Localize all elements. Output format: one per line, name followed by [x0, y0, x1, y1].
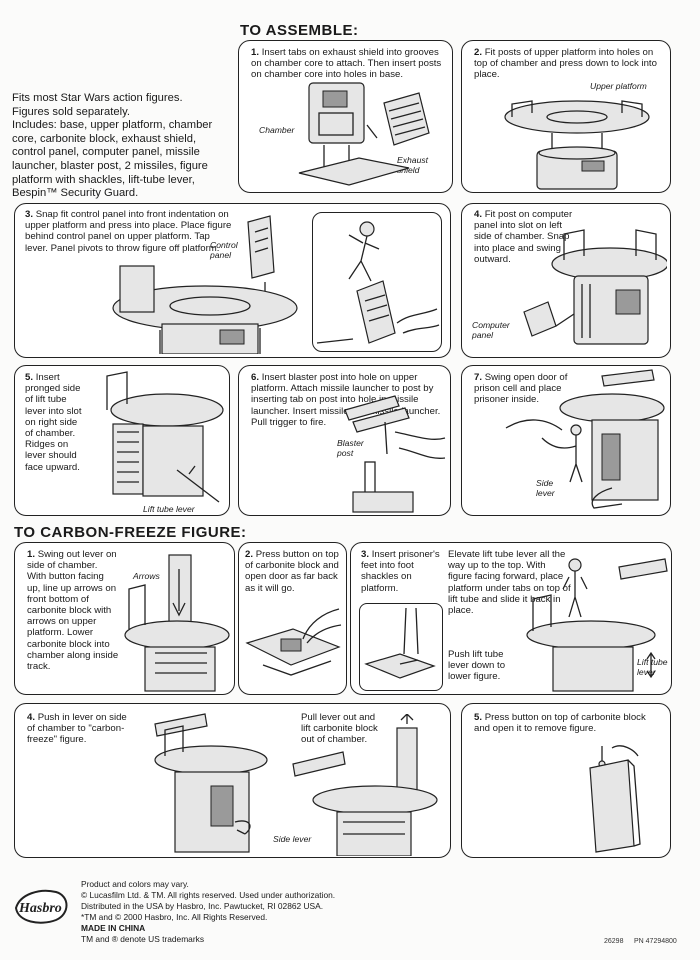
intro-text: Fits most Star Wars action figures. Figu… — [12, 92, 217, 201]
freeze-step-1-illustration — [124, 554, 230, 692]
step-3-text: 3. Snap fit control panel into front ind… — [25, 209, 232, 254]
step-7-text: 7. Swing open door of prison cell and pl… — [474, 372, 568, 406]
side-lever-label-2: Side lever — [273, 834, 312, 844]
freeze-step-4b-text: Pull lever out and lift carbonite block … — [301, 712, 378, 746]
step-6-illustration — [344, 395, 446, 513]
exhaust-shield-label: Exhaust shield — [397, 155, 429, 175]
step-2-illustration — [504, 100, 650, 190]
freeze-step-5-illustration — [589, 745, 641, 853]
upper-platform-label: Upper platform — [590, 81, 647, 91]
assemble-title: TO ASSEMBLE: — [240, 22, 359, 39]
assemble-step-3: 3. Snap fit control panel into front ind… — [14, 203, 451, 358]
arrows-label: Arrows — [133, 571, 160, 581]
freeze-step-1: 1. Swing out lever on side of chamber. W… — [14, 542, 235, 695]
assemble-step-5: 5. Insert pronged side of lift tube leve… — [14, 365, 230, 516]
step-4-illustration — [523, 229, 667, 345]
freeze-step-5-text: 5. Press button on top of carbonite bloc… — [474, 712, 646, 735]
computer-panel-label: Computer panel — [472, 320, 510, 340]
shackle-illustration — [364, 607, 436, 679]
chamber-label: Chamber — [259, 125, 295, 135]
assemble-step-6: 6. Insert blaster post into hole on uppe… — [238, 365, 451, 516]
assemble-step-4: 4. Fit post on computer panel into slot … — [461, 203, 671, 358]
intro-line-2: Figures sold separately. — [12, 105, 130, 118]
svg-text:Hasbro: Hasbro — [18, 901, 62, 916]
intro-line-1: Fits most Star Wars action figures. — [12, 92, 183, 104]
step-5-text: 5. Insert pronged side of lift tube leve… — [25, 372, 82, 473]
freeze-step-3: 3. Insert prisoner's feet into foot shac… — [350, 542, 672, 695]
part-code-1: 26298 — [604, 938, 624, 945]
step-2-text: 2. Fit posts of upper platform into hole… — [474, 47, 657, 81]
footer-line-6: TM and ® denote US trademarks — [81, 934, 205, 944]
freeze-step-3-illustration — [526, 558, 668, 692]
footer-line-2: © Lucasfilm Ltd. & TM. All rights reserv… — [81, 890, 336, 900]
footer-line-5: MADE IN CHINA — [81, 923, 146, 933]
freeze-step-3c-text: Push lift tube lever down to lower figur… — [448, 649, 506, 683]
freeze-step-2-text: 2. Press button on top of carbonite bloc… — [245, 549, 339, 594]
assemble-step-7: 7. Swing open door of prison cell and pl… — [461, 365, 671, 516]
control-panel-label: Control panel — [210, 240, 238, 260]
step-5-illustration — [106, 371, 224, 503]
step-1-illustration — [298, 82, 430, 186]
freeze-step-2-illustration — [245, 608, 342, 676]
footer-line-1: Product and colors may vary. — [81, 879, 189, 889]
freeze-step-3-text: 3. Insert prisoner's feet into foot shac… — [361, 549, 440, 594]
side-lever-label: Side lever — [536, 478, 555, 498]
step-7-illustration — [505, 369, 665, 509]
part-code-2: PN 47294800 — [634, 938, 677, 945]
freeze-step-4b-illustration — [292, 714, 438, 856]
step-3-illustration — [112, 215, 298, 354]
freeze-step-3-inset — [359, 603, 443, 691]
step-4-text: 4. Fit post on computer panel into slot … — [474, 209, 573, 265]
intro-line-3: Includes: base, upper platform, chamber … — [12, 119, 213, 200]
freeze-step-4-illustration — [154, 713, 268, 853]
freeze-step-5: 5. Press button on top of carbonite bloc… — [461, 703, 671, 858]
freeze-step-1-text: 1. Swing out lever on side of chamber. W… — [27, 549, 119, 673]
step-3-inset — [312, 212, 442, 352]
step-1-text: 1. Insert tabs on exhaust shield into gr… — [251, 47, 442, 81]
freeze-step-2: 2. Press button on top of carbonite bloc… — [238, 542, 347, 695]
footer-line-3: Distributed in the USA by Hasbro, Inc. P… — [81, 901, 324, 911]
footer-line-4: *TM and © 2000 Hasbro, Inc. All Rights R… — [81, 912, 268, 922]
assemble-step-1: 1. Insert tabs on exhaust shield into gr… — [238, 40, 453, 193]
carbon-freeze-title: TO CARBON-FREEZE FIGURE: — [14, 524, 247, 541]
lift-tube-lever-label-2: Lift tube lever — [637, 657, 668, 677]
freeze-step-4: 4. Push in lever on side of chamber to "… — [14, 703, 451, 858]
figure-throw-illustration — [316, 221, 440, 344]
blaster-post-label: Blaster post — [337, 438, 364, 458]
hasbro-logo: Hasbro — [14, 889, 68, 924]
lift-tube-lever-label: Lift tube lever — [143, 504, 195, 514]
footer-text: Product and colors may vary. © Lucasfilm… — [81, 879, 411, 945]
freeze-step-4-text: 4. Push in lever on side of chamber to "… — [27, 712, 127, 746]
freeze-step-3b-text: Elevate lift tube lever all the way up t… — [448, 549, 571, 617]
assemble-step-2: 2. Fit posts of upper platform into hole… — [461, 40, 671, 193]
